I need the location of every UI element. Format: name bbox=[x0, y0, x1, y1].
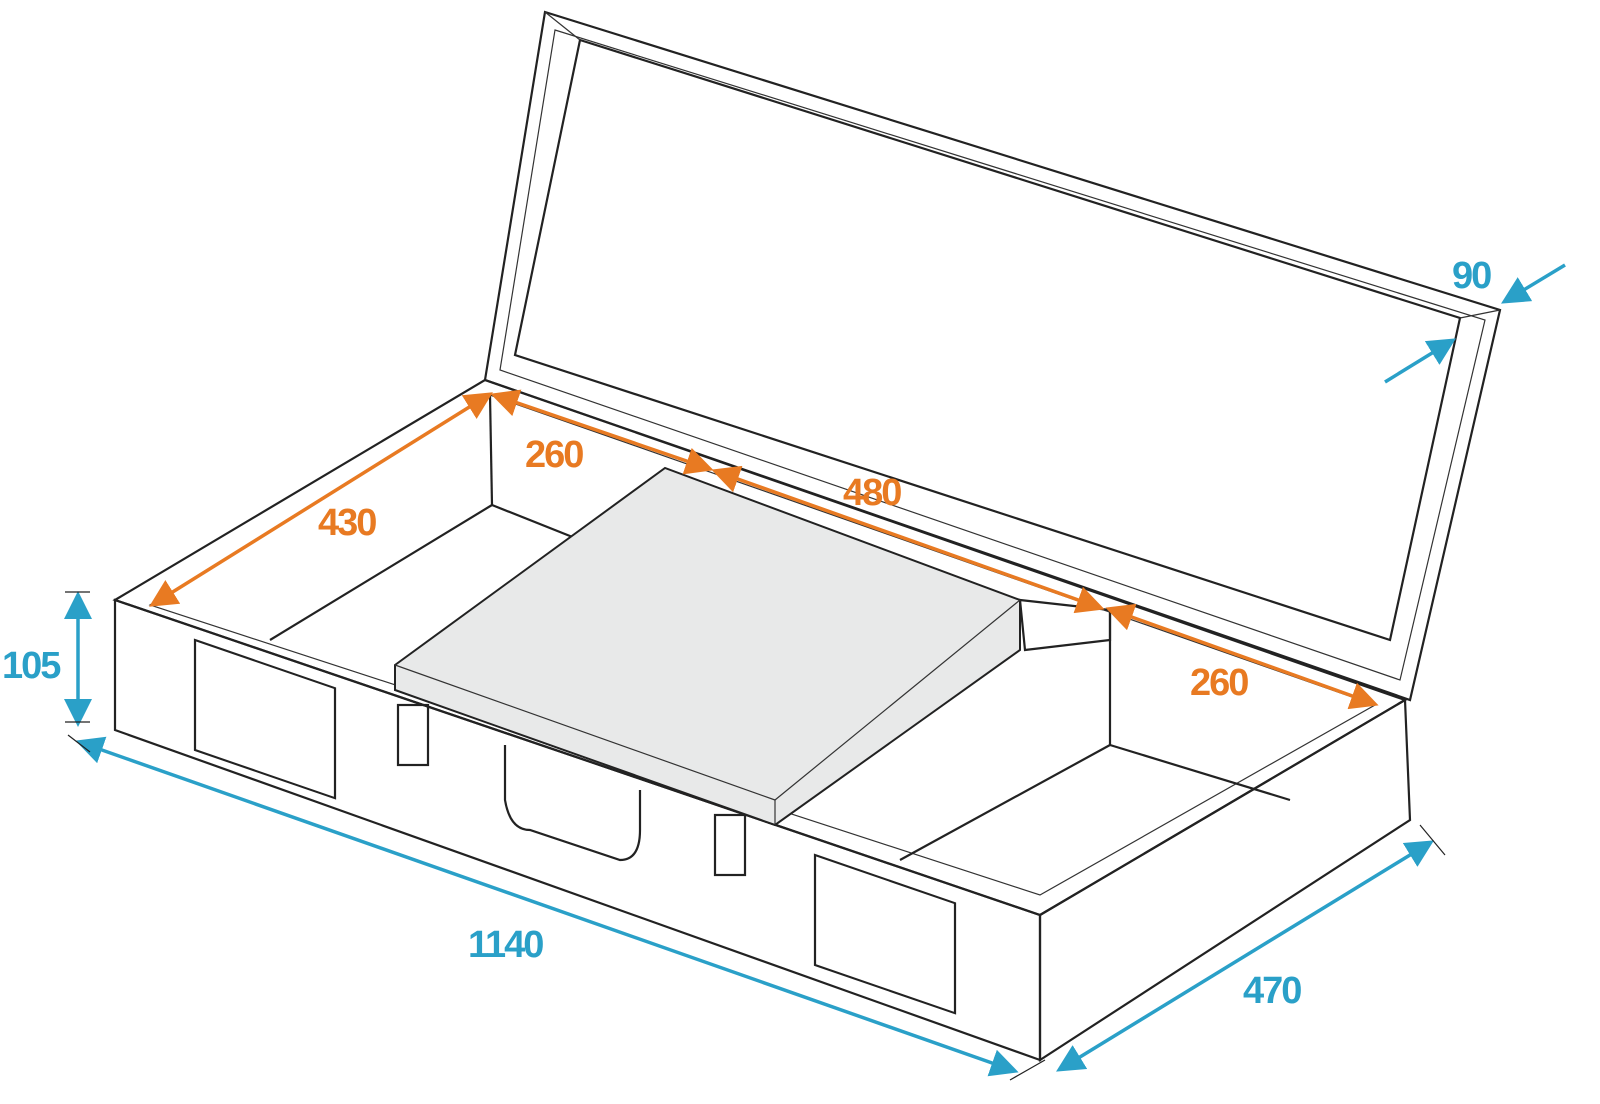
width-1140-arrow bbox=[75, 736, 1019, 1077]
depth-430-arrow bbox=[149, 392, 493, 607]
middle-480-arrow bbox=[711, 465, 1105, 614]
label-1140: 1140 bbox=[468, 924, 543, 966]
label-260-right: 260 bbox=[1190, 662, 1248, 704]
label-260-left: 260 bbox=[525, 434, 583, 476]
right-260-arrow bbox=[1105, 603, 1379, 710]
label-480: 480 bbox=[843, 472, 901, 514]
left-260-arrow bbox=[490, 389, 714, 475]
lid-90-arrow-a bbox=[1384, 338, 1456, 384]
label-470: 470 bbox=[1243, 970, 1301, 1012]
outer-dimension-arrows bbox=[64, 263, 1566, 1077]
label-430: 430 bbox=[318, 502, 376, 544]
depth-470-arrow bbox=[1056, 840, 1434, 1072]
open-lid bbox=[483, 10, 1502, 702]
inner-dimension-arrows bbox=[149, 389, 1379, 710]
lid-90-arrow-b bbox=[1501, 263, 1566, 304]
mixer-insert bbox=[394, 466, 1021, 827]
label-90: 90 bbox=[1452, 255, 1491, 297]
label-105: 105 bbox=[2, 645, 61, 687]
